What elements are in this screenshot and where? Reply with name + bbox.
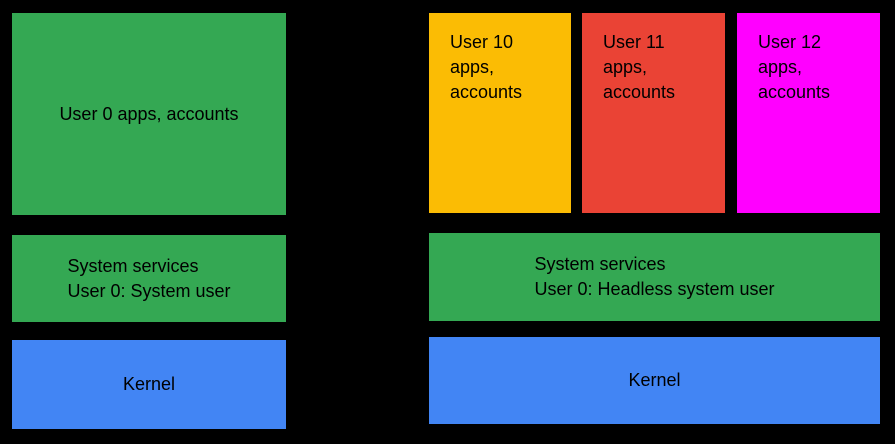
user-11-apps-line2: apps, [603,57,648,77]
user-12-apps-line2: apps, [758,57,803,77]
user-10-apps-line2: apps, [450,57,495,77]
user-11-apps-box: User 11 apps, accounts [582,13,725,213]
system-services-left-label: System services User 0: System user [67,254,230,304]
kernel-left-label: Kernel [122,374,176,394]
user-12-apps-line1: User 12 [758,32,822,52]
kernel-right-label: Kernel [628,370,681,390]
user-12-apps-box: User 12 apps, accounts [737,13,880,213]
user-10-apps-box: User 10 apps, accounts [429,13,571,213]
kernel-box-left: Kernel [12,340,286,429]
system-services-box-left: System services User 0: System user [12,235,286,322]
system-services-box-right: System services User 0: Headless system … [429,233,880,321]
system-services-right-line2: User 0: Headless system user [534,279,775,299]
kernel-box-right: Kernel [429,337,880,424]
system-services-right-label: System services User 0: Headless system … [534,252,774,302]
user-11-apps-line1: User 11 [603,32,665,52]
user-0-apps-box: User 0 apps, accounts [12,13,286,215]
user-10-apps-line3: accounts [450,82,523,102]
system-services-right-line1: System services [534,254,666,274]
user-10-apps-line1: User 10 [450,32,514,52]
system-services-left-line2: User 0: System user [67,280,231,301]
system-services-left-line1: System services [67,255,199,276]
user-11-apps-line3: accounts [603,82,676,102]
user-0-apps-label: User 0 apps, accounts [59,103,239,124]
user-12-apps-line3: accounts [758,82,831,102]
